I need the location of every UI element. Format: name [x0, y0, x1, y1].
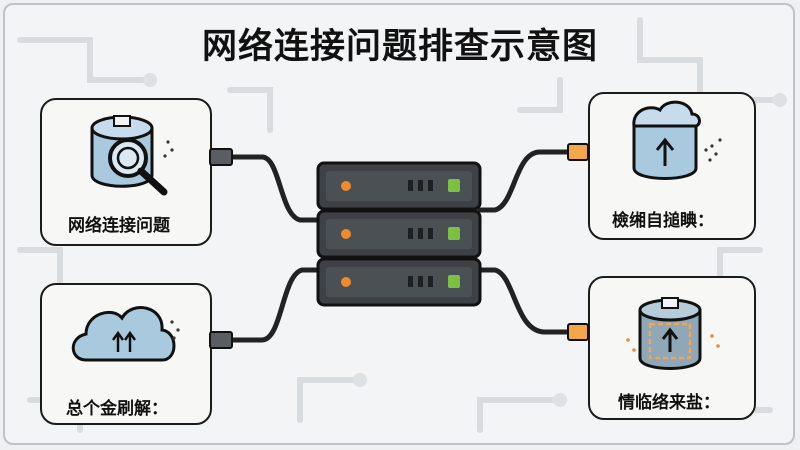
database-target-icon [626, 297, 720, 370]
cable-bottom-left [229, 267, 321, 343]
server-rack-icon [316, 161, 482, 307]
cable-top-left [229, 154, 321, 223]
node-label-top-right: 檢缃自搥睓： [612, 211, 714, 231]
server-unit-1 [316, 161, 482, 211]
node-label-top-left: 网络连接问题 [68, 216, 170, 236]
cloud-upload-icon [71, 306, 180, 362]
network-cables [229, 149, 578, 343]
cable-connectors [209, 143, 589, 349]
node-label-bottom-left: 总个金刷解： [66, 399, 168, 419]
cloud-upload-icon [632, 100, 722, 180]
cable-bottom-right [477, 267, 578, 335]
page-title: 网络连接问题排查示意图 [201, 27, 598, 67]
database-magnifier-icon [90, 115, 174, 196]
server-unit-2 [316, 209, 482, 259]
server-unit-3 [316, 257, 482, 307]
node-label-bottom-right: 情临络来盐： [618, 393, 720, 413]
cable-top-right [477, 149, 578, 213]
